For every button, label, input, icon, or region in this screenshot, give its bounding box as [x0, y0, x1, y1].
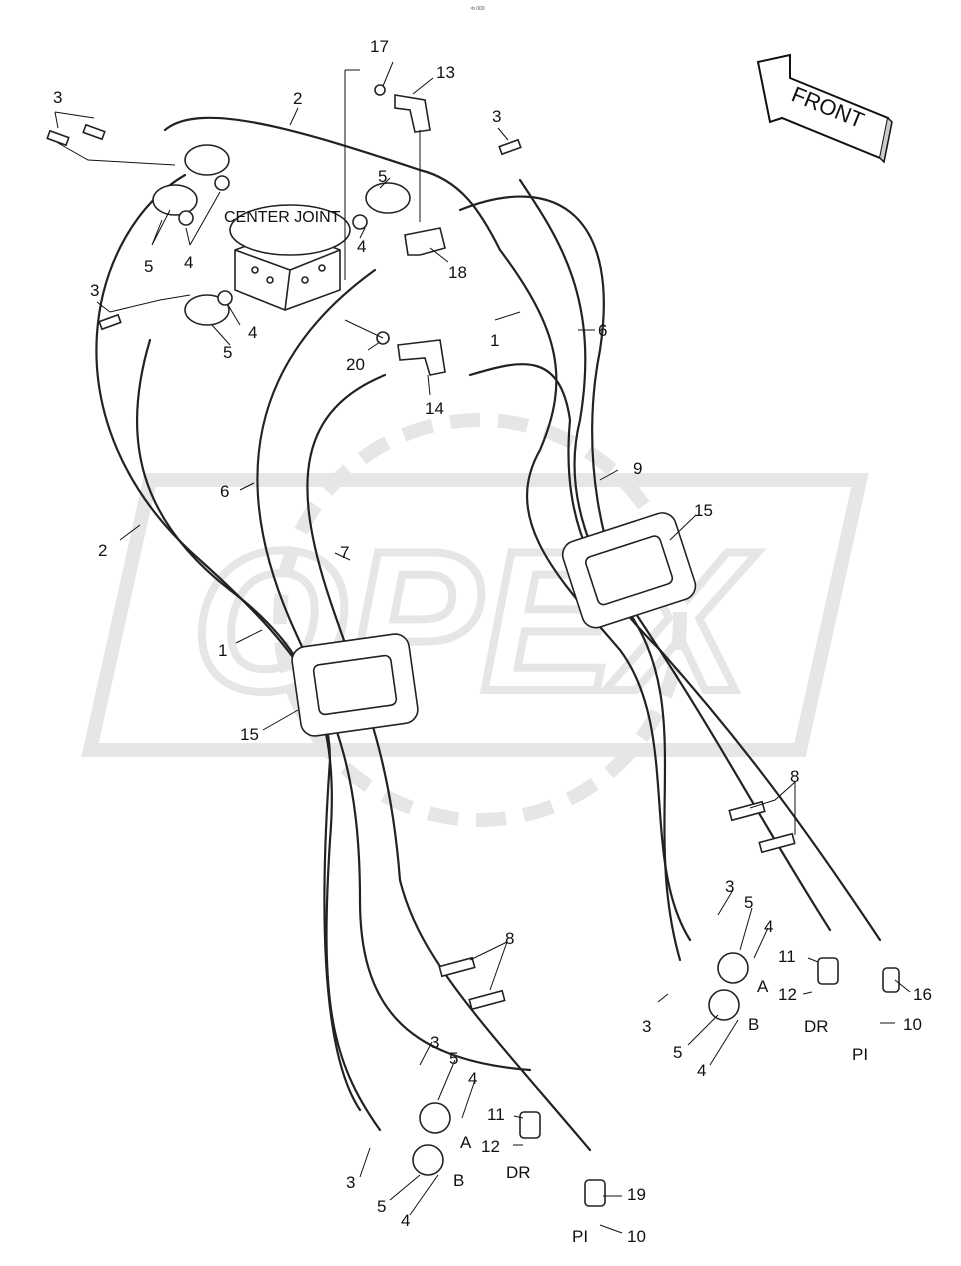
callout-5: 5: [673, 1043, 682, 1062]
callout-3: 3: [90, 281, 99, 300]
callout-5: 5: [378, 167, 387, 186]
callout-labels: 17 13 2 3 3 5 4 5 4 3 4 5 18 1 6 20 14 9…: [53, 37, 932, 1246]
callout-6: 6: [598, 321, 607, 340]
callout-13: 13: [436, 63, 455, 82]
clamp-15-right: [561, 512, 697, 629]
callout-4: 4: [764, 917, 773, 936]
callout-1: 1: [490, 331, 499, 350]
callout-10: 10: [627, 1227, 646, 1246]
callout-A: A: [757, 977, 769, 996]
callout-4: 4: [357, 237, 366, 256]
callout-PI: PI: [572, 1227, 588, 1246]
callout-3: 3: [346, 1173, 355, 1192]
callout-17: 17: [370, 37, 389, 56]
callout-10: 10: [903, 1015, 922, 1034]
callout-8: 8: [790, 767, 799, 786]
center-joint: CENTER JOINT: [224, 204, 351, 311]
callout-3: 3: [492, 107, 501, 126]
callout-4: 4: [401, 1211, 410, 1230]
callout-5: 5: [449, 1049, 458, 1068]
callout-3: 3: [53, 88, 62, 107]
callout-5: 5: [144, 257, 153, 276]
callout-3: 3: [725, 877, 734, 896]
callout-1: 1: [218, 641, 227, 660]
leader-lines: [54, 61, 911, 1234]
callout-5: 5: [377, 1197, 386, 1216]
callout-12: 12: [481, 1137, 500, 1156]
callout-8: 8: [505, 929, 514, 948]
callout-9: 9: [633, 459, 642, 478]
callout-20: 20: [346, 355, 365, 374]
callout-15: 15: [240, 725, 259, 744]
callout-12: 12: [778, 985, 797, 1004]
callout-2: 2: [98, 541, 107, 560]
callout-A: A: [460, 1133, 472, 1152]
opex-watermark: OPEX: [81, 413, 869, 827]
callout-2: 2: [293, 89, 302, 108]
callout-4: 4: [697, 1061, 706, 1080]
callout-5: 5: [223, 343, 232, 362]
clamp-15-left: [291, 633, 419, 737]
callout-DR: DR: [506, 1163, 531, 1182]
callout-4: 4: [184, 253, 193, 272]
callout-18: 18: [448, 263, 467, 282]
callout-6: 6: [220, 482, 229, 501]
fittings: [46, 84, 900, 1207]
callout-4: 4: [468, 1069, 477, 1088]
header-code: ⁴b 000: [470, 6, 485, 12]
callout-7: 7: [340, 543, 349, 562]
callout-3: 3: [642, 1017, 651, 1036]
center-joint-label: CENTER JOINT: [224, 209, 341, 226]
callout-B: B: [453, 1171, 464, 1190]
front-arrow: FRONT: [756, 53, 893, 164]
callout-14: 14: [425, 399, 444, 418]
callout-DR: DR: [804, 1017, 829, 1036]
callout-4: 4: [248, 323, 257, 342]
callout-11: 11: [778, 947, 796, 966]
callout-11: 11: [487, 1105, 505, 1124]
callout-16: 16: [913, 985, 932, 1004]
callout-3: 3: [430, 1033, 439, 1052]
callout-5: 5: [744, 893, 753, 912]
callout-19: 19: [627, 1185, 646, 1204]
callout-PI: PI: [852, 1045, 868, 1064]
callout-B: B: [748, 1015, 759, 1034]
callout-15: 15: [694, 501, 713, 520]
